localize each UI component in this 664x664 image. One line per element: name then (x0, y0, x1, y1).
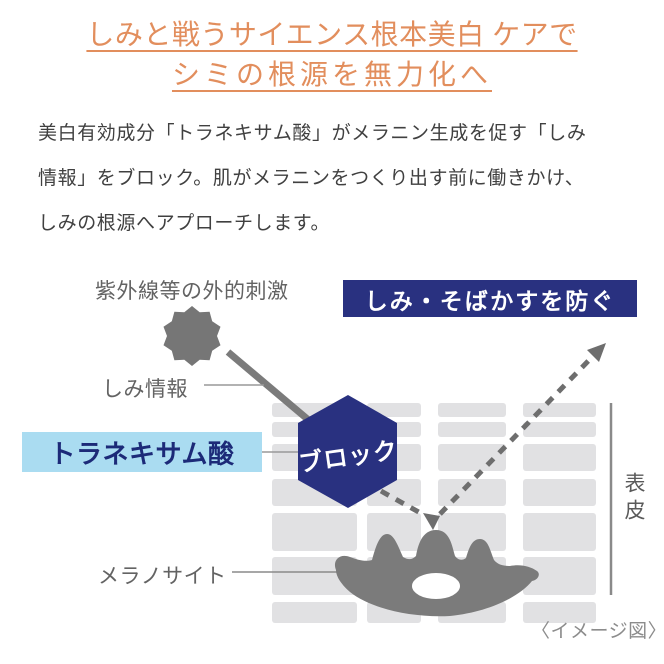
epidermis-cell (523, 479, 596, 506)
blocked-signal-dashed-line (379, 488, 426, 518)
epidermis-cell (438, 479, 506, 506)
epidermis-cell (438, 444, 506, 471)
epidermis-cell (438, 513, 506, 551)
block-hexagon (298, 395, 397, 508)
melanocyte-nucleus (412, 573, 460, 599)
epidermis-cell (523, 444, 596, 471)
epidermis-cell (523, 602, 596, 623)
stimulus-line (225, 349, 321, 431)
epidermis-cell (523, 557, 596, 595)
epidermis-cell (272, 602, 357, 623)
uv-burst-icon (163, 306, 221, 366)
epidermis-cell (438, 422, 506, 437)
epidermis-cell (523, 513, 596, 551)
up-right-arrowhead-icon (587, 343, 606, 362)
title-line-1: しみと戦うサイエンス根本美白 ケアで (86, 20, 578, 51)
epidermis-label: 表皮 (622, 472, 645, 526)
epidermis-cell (272, 513, 357, 551)
description-line: しみの根源へアプローチします。 (38, 213, 331, 234)
prevent-spots-box: しみ・そばかすを防ぐ (343, 280, 637, 317)
down-arrowhead-icon (423, 513, 440, 530)
epidermis-cell (523, 422, 596, 437)
spot-signal-label: しみ情報 (102, 378, 188, 401)
image-diagram-caption: 〈イメージ図〉 (531, 621, 664, 642)
uv-stimulus-label: 紫外線等の外的刺激 (95, 280, 289, 303)
page-title: しみと戦うサイエンス根本美白 ケアで シミの根源を無力化へ (0, 16, 664, 96)
tranexamic-acid-label: トラネキサム酸 (22, 432, 262, 472)
description-line: 美白有効成分「トラネキサム酸」がメラニン生成を促す「しみ (38, 123, 587, 144)
melanocyte-label: メラノサイト (98, 565, 227, 588)
title-line-2: シミの根源を無力化へ (171, 60, 492, 91)
epidermis-cell (438, 403, 506, 417)
epidermis-cell (523, 403, 596, 417)
description-line: 情報」をブロック。肌がメラニンをつくり出す前に働きかけ、 (38, 168, 585, 189)
prevention-dashed-arrow (438, 353, 596, 516)
description-paragraph: 美白有効成分「トラネキサム酸」がメラニン生成を促す「しみ 情報」をブロック。肌が… (38, 111, 638, 246)
epidermis-cell (367, 403, 421, 417)
tranexamic-acid-text: トラネキサム酸 (49, 438, 235, 469)
prevent-spots-text: しみ・そばかすを防ぐ (364, 287, 616, 314)
